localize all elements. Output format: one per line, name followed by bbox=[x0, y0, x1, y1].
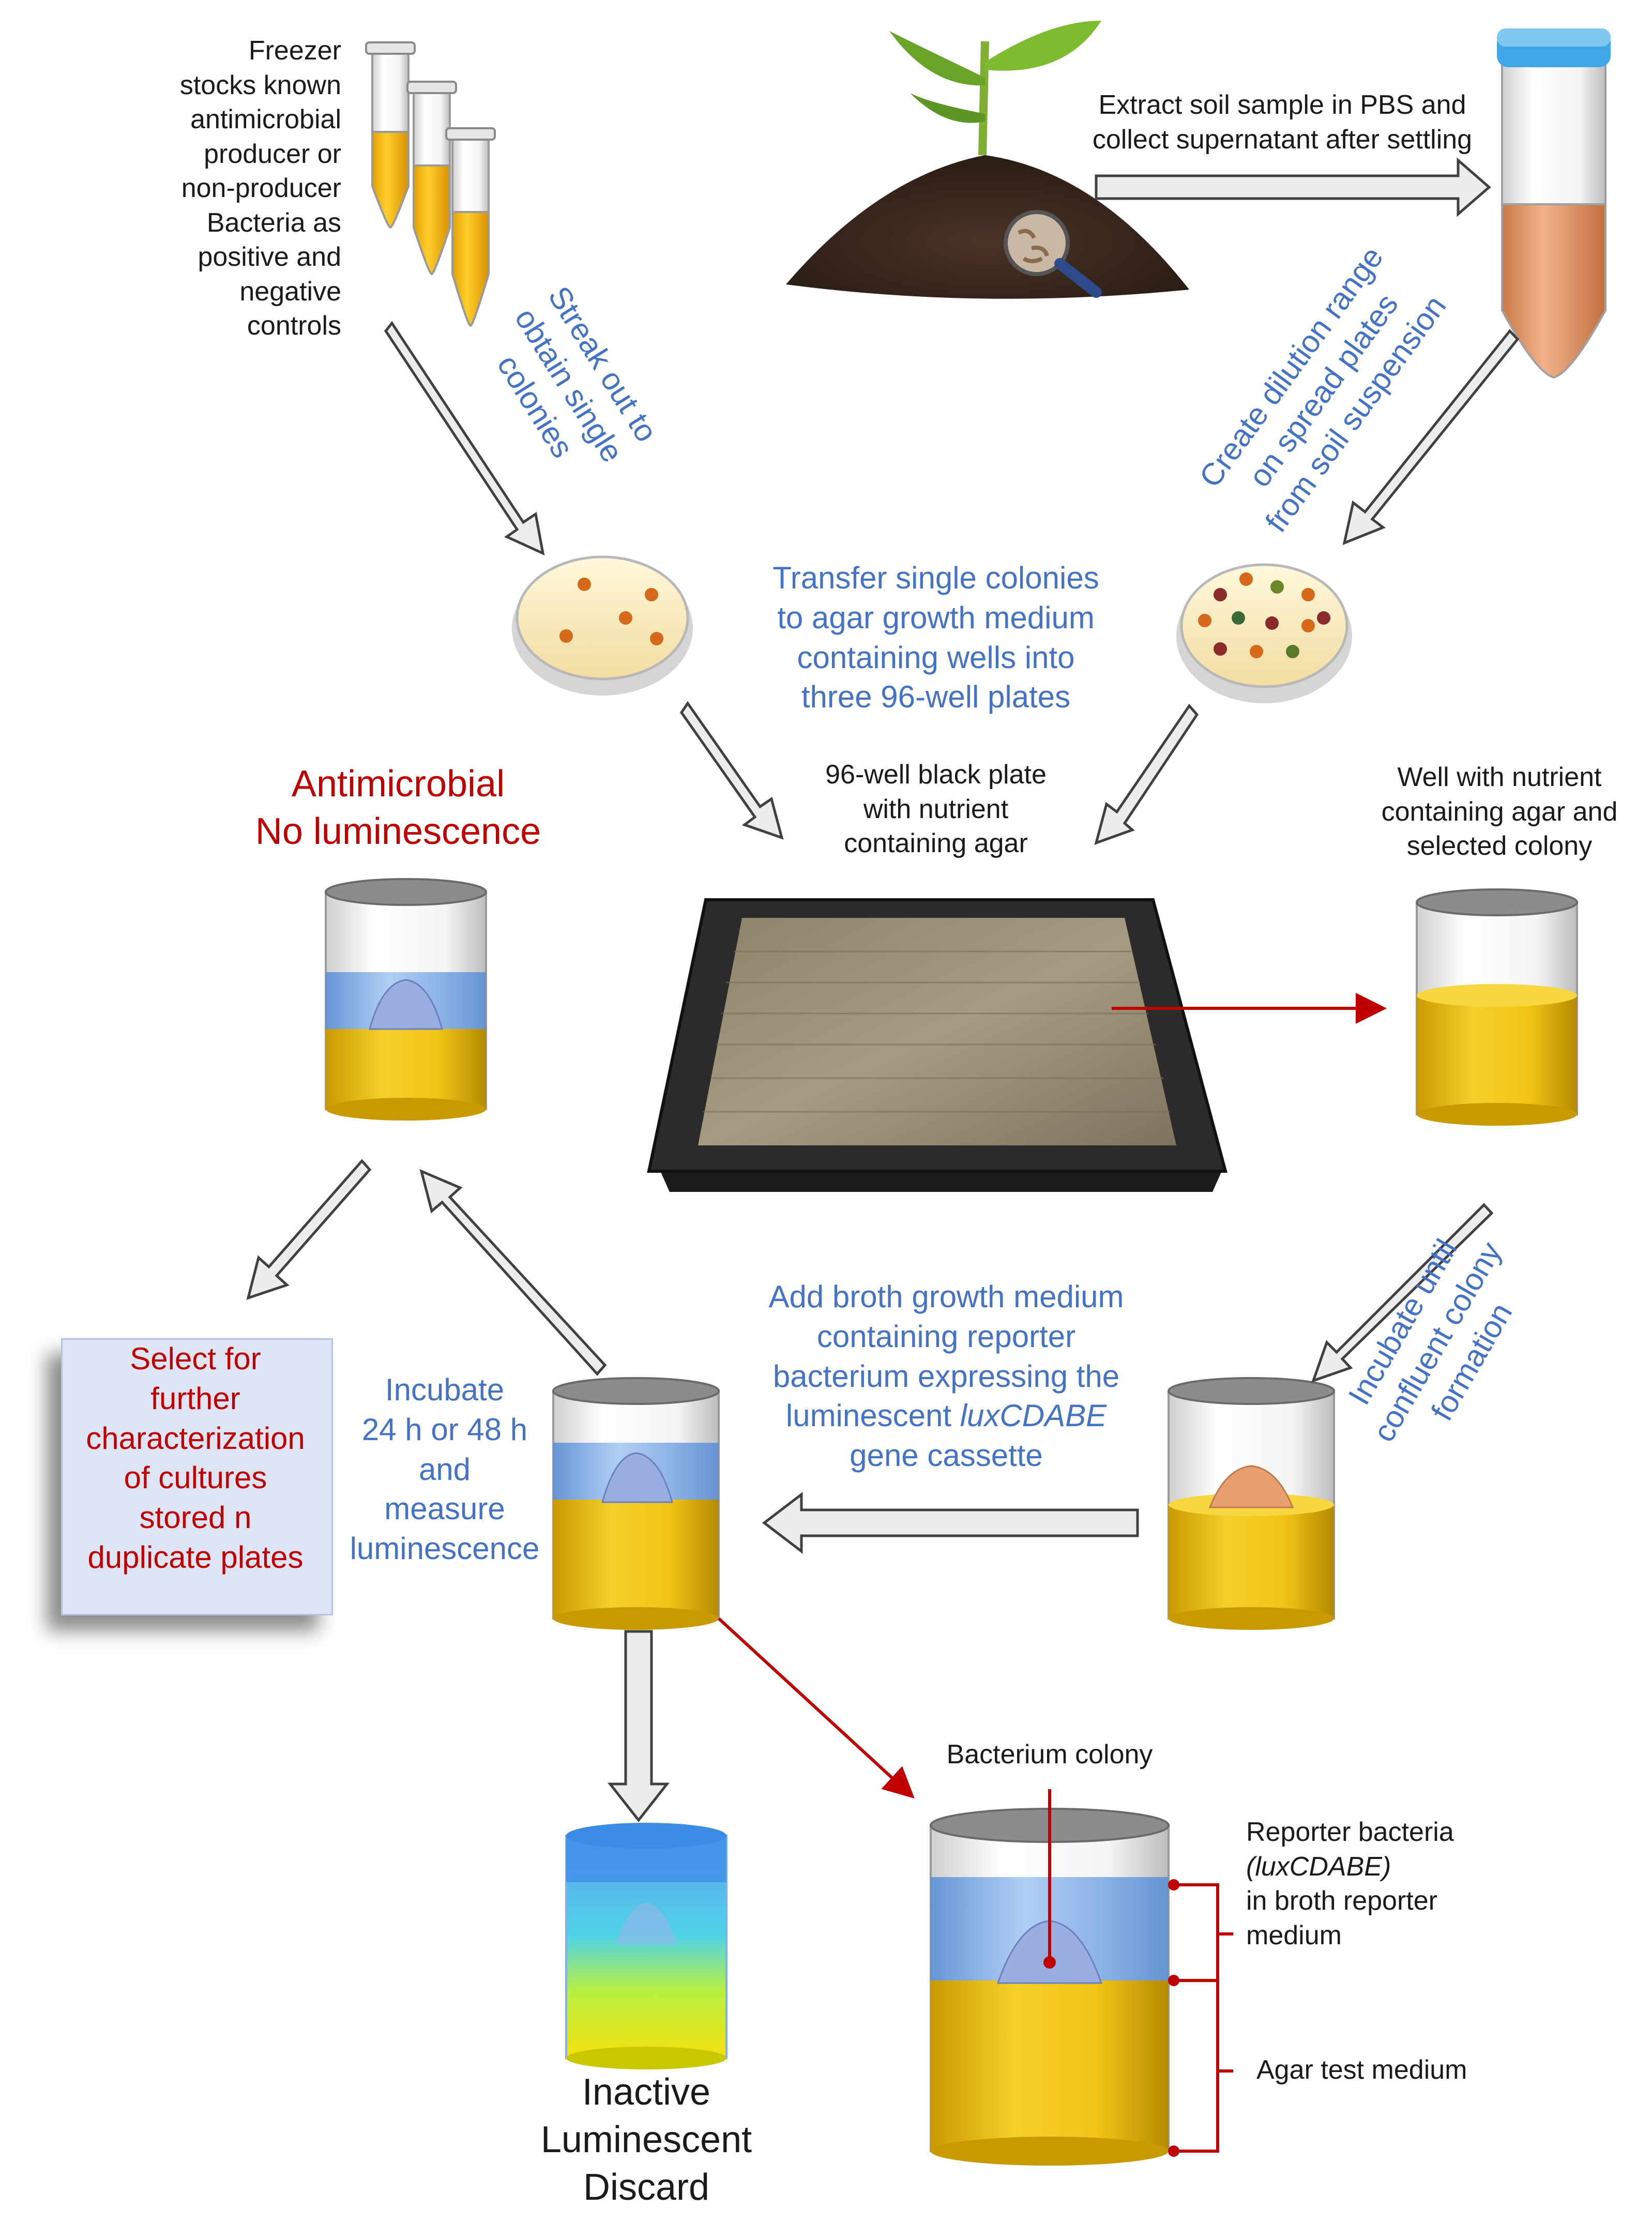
well-luminescent bbox=[565, 1823, 728, 2069]
arrow-left-dish bbox=[679, 701, 784, 840]
petri-dish-right bbox=[1176, 563, 1352, 703]
antimicrobial-line-2: No luminescence bbox=[255, 811, 541, 853]
arrow-dilution bbox=[1342, 329, 1520, 546]
arrow-add-broth bbox=[762, 1491, 1139, 1554]
arrow-to-discard bbox=[607, 1630, 670, 1823]
well-broth-reporter bbox=[552, 1377, 720, 1630]
add-broth-label: Add broth growth medium containing repor… bbox=[724, 1277, 1169, 1476]
incubate-line-4: measure bbox=[384, 1491, 505, 1526]
reporter-line-4: medium bbox=[1246, 1920, 1342, 1950]
plate-line-3: containing agar bbox=[844, 828, 1028, 859]
reporter-line-3: in broth reporter bbox=[1246, 1886, 1437, 1916]
reporter-label: Reporter bacteria (luxCDABE) in broth re… bbox=[1246, 1815, 1556, 1953]
freezer-line-6: Bacteria as bbox=[206, 207, 341, 238]
flow-arrows bbox=[246, 157, 1520, 1823]
select-line-5: stored n bbox=[139, 1500, 252, 1535]
colony-label: Bacterium colony bbox=[895, 1737, 1205, 1772]
select-line-1: Select for bbox=[130, 1341, 261, 1376]
incubate-line-5: luminescence bbox=[350, 1531, 540, 1566]
agar-label: Agar test medium bbox=[1256, 2053, 1567, 2088]
arrow-right-dish bbox=[1094, 703, 1199, 845]
incubate-line-3: and bbox=[418, 1451, 471, 1487]
falcon-tube bbox=[1497, 28, 1611, 379]
well-line-1: Well with nutrient bbox=[1397, 762, 1602, 792]
transfer-label: Transfer single colonies to agar growth … bbox=[745, 558, 1127, 717]
freezer-line-7: positive and bbox=[198, 242, 341, 273]
freezer-line-1: Freezer bbox=[248, 36, 341, 66]
arrow-to-select bbox=[246, 1159, 372, 1300]
incubate-line-1: Incubate bbox=[385, 1372, 505, 1407]
add-broth-line-3: bacterium expressing the bbox=[772, 1358, 1120, 1394]
well-nutrient-agar bbox=[1416, 888, 1578, 1126]
add-broth-line-1: Add broth growth medium bbox=[768, 1279, 1124, 1314]
inactive-label: Inactive Luminescent Discard bbox=[491, 2068, 801, 2211]
plate-line-2: with nutrient bbox=[863, 794, 1009, 824]
well-line-3: selected colony bbox=[1406, 831, 1593, 861]
incubate-line-2: 24 h or 48 h bbox=[361, 1412, 528, 1447]
inactive-line-1: Inactive bbox=[582, 2071, 711, 2113]
red-callouts bbox=[717, 993, 1387, 2153]
freezer-line-4: producer or bbox=[204, 139, 341, 169]
freezer-line-8: negative bbox=[239, 276, 341, 307]
select-box bbox=[61, 1338, 333, 1615]
transfer-line-4: three 96-well plates bbox=[801, 679, 1071, 715]
extract-label: Extract soil sample in PBS and collect s… bbox=[1065, 88, 1499, 157]
antimicrobial-line-1: Antimicrobial bbox=[291, 763, 505, 805]
freezer-line-5: non-producer bbox=[181, 173, 341, 204]
arrow-streak bbox=[384, 321, 545, 556]
add-broth-prefix: luminescent bbox=[785, 1398, 960, 1433]
soil-plant-illustration bbox=[786, 21, 1189, 299]
well-confluent-colony bbox=[1168, 1377, 1335, 1630]
plate-label: 96-well black plate with nutrient contai… bbox=[781, 758, 1091, 861]
reporter-line-1: Reporter bacteria bbox=[1246, 1817, 1454, 1847]
add-broth-line-4: luminescent luxCDABE bbox=[724, 1396, 1169, 1436]
transfer-line-2: to agar growth medium bbox=[777, 600, 1095, 635]
incubate-measure-label: Incubate 24 h or 48 h and measure lumine… bbox=[331, 1370, 558, 1569]
arrow-to-antimicrobial bbox=[419, 1169, 607, 1376]
inactive-line-3: Discard bbox=[583, 2167, 710, 2209]
well-label: Well with nutrient containing agar and s… bbox=[1355, 760, 1644, 864]
freezer-stocks-label: Freezer stocks known antimicrobial produ… bbox=[160, 34, 341, 343]
well-line-2: containing agar and bbox=[1381, 796, 1618, 827]
freezer-tubes bbox=[365, 41, 496, 327]
select-line-4: of cultures bbox=[124, 1460, 267, 1495]
transfer-line-1: Transfer single colonies bbox=[772, 561, 1099, 595]
antimicrobial-label: Antimicrobial No luminescence bbox=[202, 760, 595, 855]
freezer-line-2: stocks known bbox=[179, 70, 341, 100]
well-antimicrobial bbox=[325, 878, 487, 1121]
select-line-2: further bbox=[150, 1381, 240, 1416]
reporter-line-2: (luxCDABE) bbox=[1246, 1851, 1391, 1882]
agar-text: Agar test medium bbox=[1256, 2055, 1467, 2085]
96-well-plate bbox=[647, 898, 1227, 1192]
arrow-to-falcon bbox=[1095, 157, 1491, 217]
freezer-line-9: controls bbox=[247, 311, 341, 341]
select-line-6: duplicate plates bbox=[87, 1539, 304, 1575]
select-label: Select for further characterization of c… bbox=[61, 1339, 330, 1578]
arrow-to-confluent bbox=[1311, 1203, 1494, 1383]
petri-dish-left bbox=[512, 555, 693, 695]
select-line-3: characterization bbox=[86, 1420, 305, 1456]
transfer-line-3: containing wells into bbox=[797, 640, 1075, 675]
add-broth-line-2: containing reporter bbox=[816, 1319, 1076, 1354]
colony-text: Bacterium colony bbox=[946, 1740, 1153, 1770]
freezer-line-3: antimicrobial bbox=[190, 104, 341, 135]
extract-line-1: Extract soil sample in PBS and bbox=[1098, 90, 1466, 120]
add-broth-gene: luxCDABE bbox=[960, 1398, 1107, 1433]
plate-line-1: 96-well black plate bbox=[825, 760, 1047, 790]
extract-line-2: collect supernatant after settling bbox=[1092, 124, 1473, 155]
inactive-line-2: Luminescent bbox=[540, 2119, 752, 2161]
add-broth-line-5: gene cassette bbox=[850, 1438, 1043, 1473]
